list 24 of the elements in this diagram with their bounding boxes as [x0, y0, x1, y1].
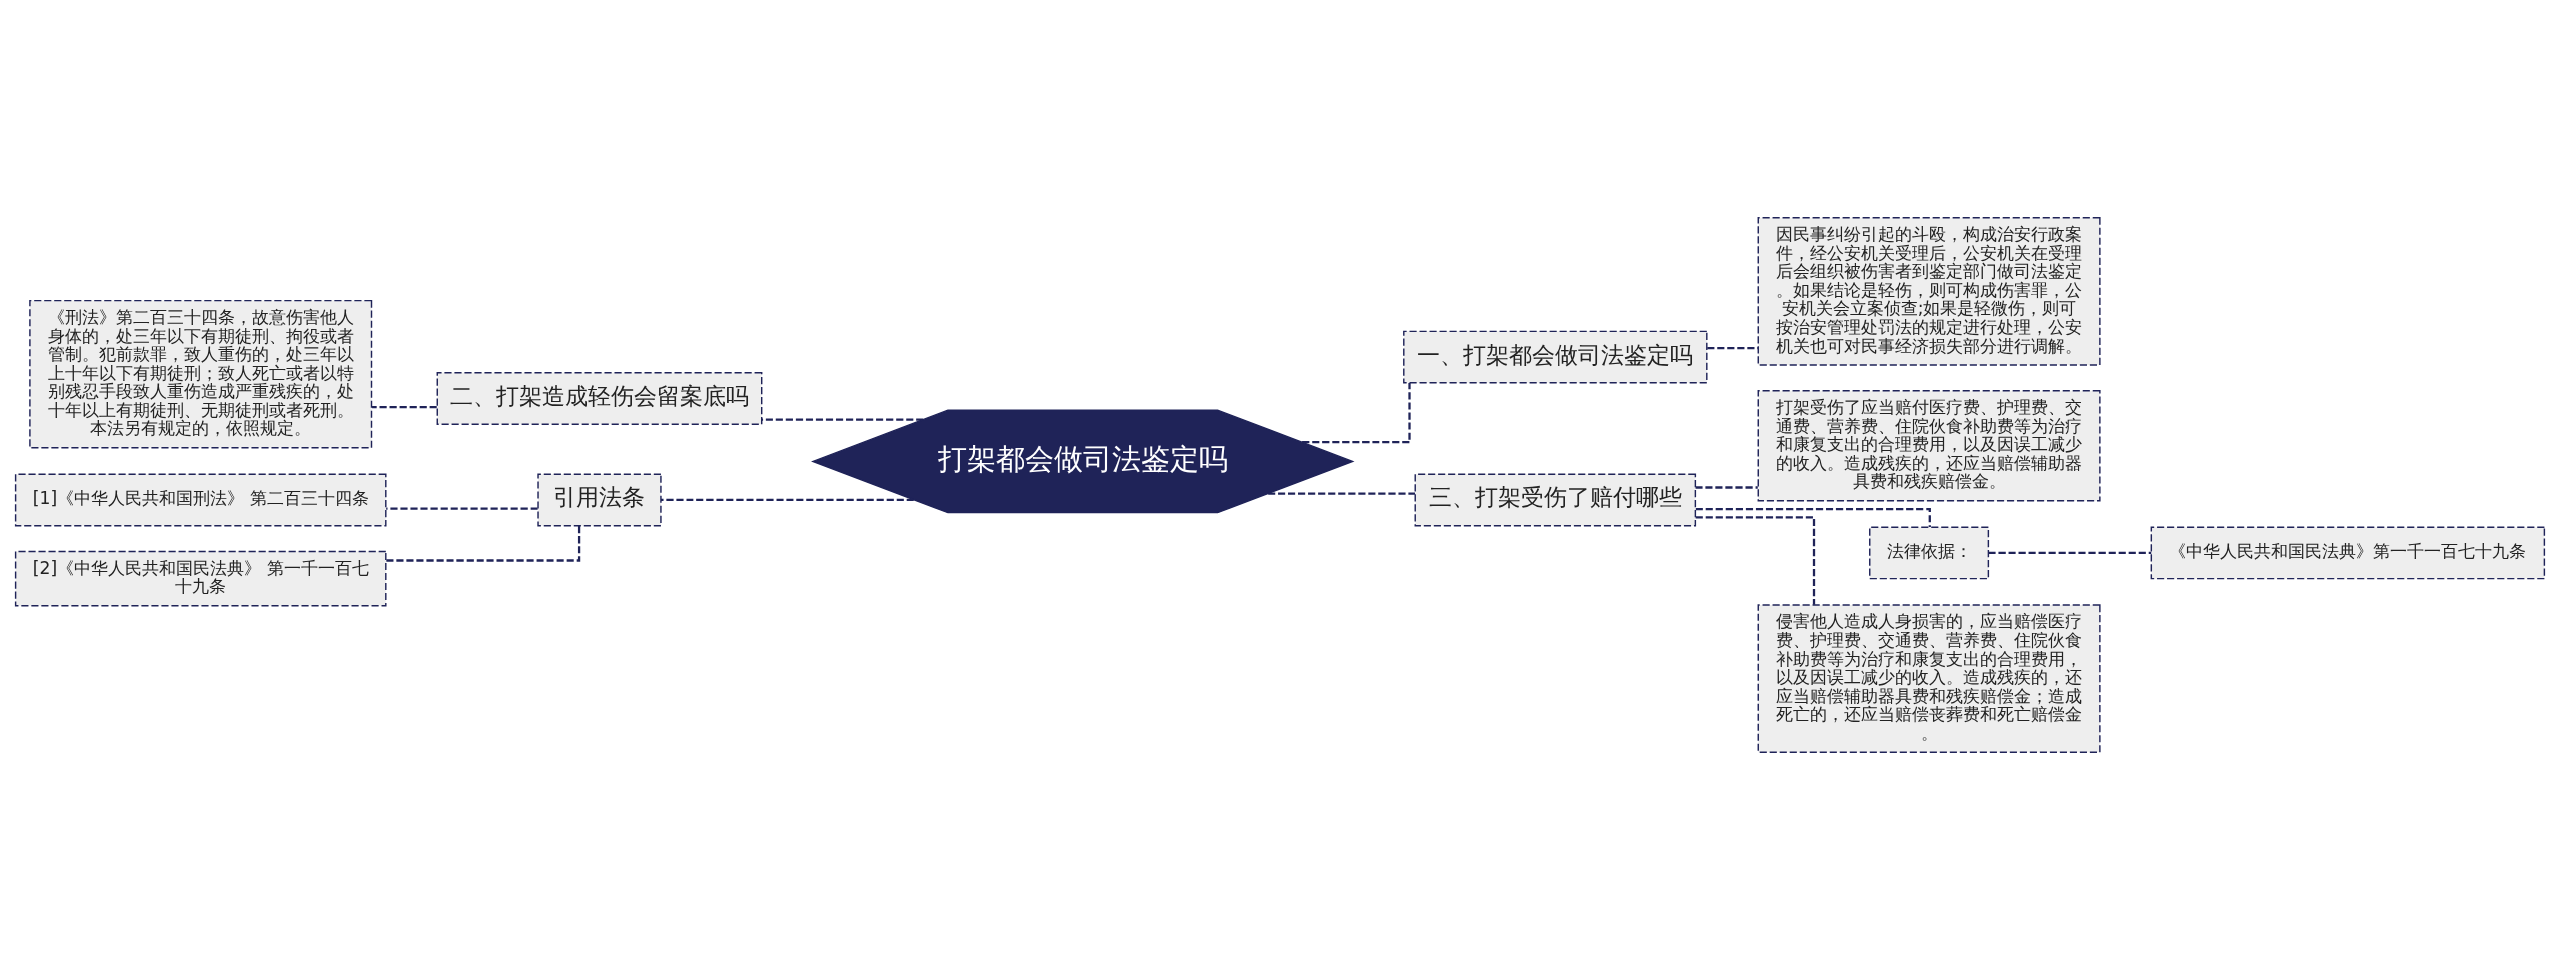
node-box: 因民事纠纷引起的斗殴，构成治安行政案件，经公安机关受理后，公安机关在受理后会组织被伤害者到鉴定部门做司法鉴定。如果结论是轻伤，则可构成伤害罪，公安机关会立案侦查;如果是轻微伤，则可按治安管理处罚法的规定进行处理，公安机关也可对民事经济损失部分进行调解。 [1757, 216, 2101, 366]
node-box: 一、打架都会做司法鉴定吗 [1403, 330, 1708, 383]
node-box: 二、打架造成轻伤会留案底吗 [436, 371, 763, 425]
connector [1268, 491, 1415, 495]
node-box: 《中华人民共和国民法典》第一千一百七十九条 [2150, 525, 2546, 579]
connector [1707, 346, 1759, 349]
connector [1988, 551, 2152, 554]
connector [386, 525, 581, 562]
node-box: 引用法条 [537, 473, 662, 526]
connector [661, 498, 914, 501]
node-box: [2]《中华人民共和国民法典》 第一千一百七十九条 [14, 550, 387, 606]
connector [1695, 485, 1758, 489]
node-box: 法律依据： [1869, 525, 1990, 579]
node-box: [1]《中华人民共和国刑法》 第二百三十四条 [14, 473, 387, 526]
connector [386, 506, 538, 510]
connector [372, 405, 437, 408]
connector [1302, 382, 1411, 443]
node-box: 侵害他人造成人身损害的，应当赔偿医疗费、护理费、交通费、营养费、住院伙食补助费等为治疗和康复支出的合理费用，以及因误工减少的收入。造成残疾的，还应当赔偿辅助器具费和残疾赔偿金；造成死亡的，还应当赔偿丧葬费和死亡赔偿金。 [1757, 603, 2101, 753]
connector [1695, 507, 1931, 527]
node-box: 三、打架受伤了赔付哪些 [1414, 473, 1697, 526]
connector [1695, 515, 1816, 605]
node-box: 打架受伤了应当赔付医疗费、护理费、交通费、营养费、住院伙食补助费等为治疗和康复支出的合理费用，以及因误工减少的收入。造成残疾的，还应当赔偿辅助器具费和残疾赔偿金。 [1757, 389, 2101, 501]
node-box: 《刑法》第二百三十四条，故意伤害他人身体的，处三年以下有期徒刑、拘役或者管制。犯前款罪，致人重伤的，处三年以上十年以下有期徒刑；致人死亡或者以特别残忍手段致人重伤造成严重残疾的，处十年以上有期徒刑、无期徒刑或者死刑。本法另有规定的，依照规定。 [29, 299, 373, 449]
connector [761, 417, 924, 421]
